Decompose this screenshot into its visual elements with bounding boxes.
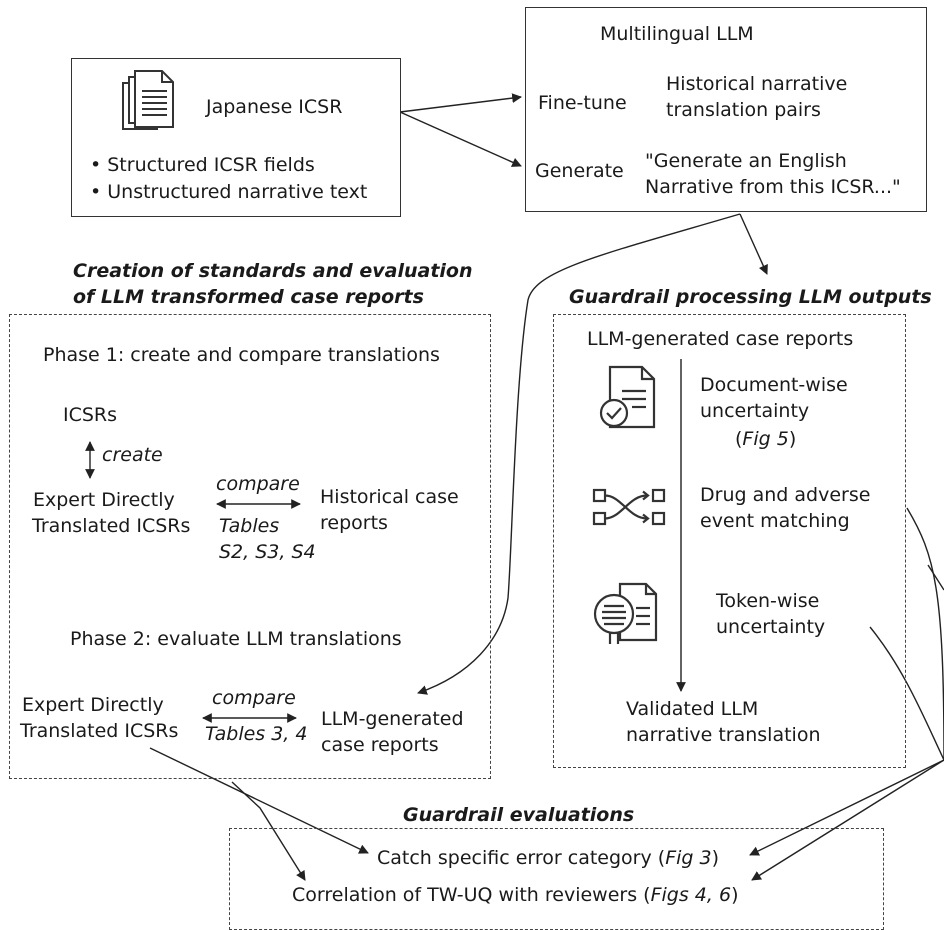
- generate-prompt-line1: "Generate an English: [645, 150, 847, 172]
- doc-wise-fig-ref: (Fig 5): [735, 428, 797, 450]
- expert-icsrs-1-line2: Translated ICSRs: [32, 515, 191, 537]
- historical-reports-line2: reports: [320, 512, 388, 534]
- evaluations-title: Guardrail evaluations: [403, 804, 635, 826]
- standards-title-line2: of LLM transformed case reports: [73, 286, 424, 308]
- magnifier-document-icon: [593, 582, 658, 644]
- compare-label-2: compare: [212, 687, 296, 709]
- llm-reports-line2: case reports: [321, 734, 439, 756]
- input-title: Japanese ICSR: [206, 96, 343, 118]
- token-wise-line2: uncertainty: [716, 616, 826, 638]
- finetune-desc-line2: translation pairs: [666, 99, 821, 121]
- document-check-icon: [599, 365, 656, 429]
- expert-icsrs-1-line1: Expert Directly: [33, 489, 175, 511]
- catch-error-item: Catch specific error category (Fig 3): [377, 847, 720, 869]
- validated-line1: Validated LLM: [626, 698, 759, 720]
- tables-ref-1-line2: S2, S3, S4: [219, 541, 316, 563]
- compare-label-1: compare: [216, 473, 300, 495]
- doc-wise-line2: uncertainty: [700, 400, 810, 422]
- generate-prompt-line2: Narrative from this ICSR...": [645, 176, 901, 198]
- create-label: create: [102, 444, 163, 466]
- historical-reports-line1: Historical case: [320, 486, 459, 508]
- input-bullet-unstructured: • Unstructured narrative text: [90, 181, 368, 203]
- finetune-label: Fine-tune: [538, 92, 627, 114]
- drug-matching-line2: event matching: [700, 510, 850, 532]
- multilingual-llm-box: Multilingual LLM Fine-tune Historical na…: [525, 7, 927, 212]
- gp-header: LLM-generated case reports: [587, 328, 854, 350]
- tables-ref-2: Tables 3, 4: [205, 723, 308, 745]
- icsrs-label: ICSRs: [63, 404, 118, 426]
- input-bullet-structured: • Structured ICSR fields: [90, 154, 315, 176]
- evaluations-box: [229, 828, 884, 930]
- expert-icsrs-2-line2: Translated ICSRs: [20, 720, 179, 742]
- guardrail-processing-title: Guardrail processing LLM outputs: [569, 286, 932, 308]
- input-icsr-box: Japanese ICSR • Structured ICSR fields •…: [71, 58, 401, 217]
- expert-icsrs-2-line1: Expert Directly: [22, 694, 164, 716]
- tables-ref-1-line1: Tables: [219, 515, 280, 537]
- llm-title: Multilingual LLM: [600, 23, 754, 45]
- phase1-title: Phase 1: create and compare translations: [43, 344, 440, 366]
- matching-icon: [592, 488, 666, 526]
- llm-reports-line1: LLM-generated: [321, 708, 464, 730]
- drug-matching-line1: Drug and adverse: [700, 484, 871, 506]
- phase2-title: Phase 2: evaluate LLM translations: [70, 628, 402, 650]
- doc-wise-line1: Document-wise: [700, 374, 848, 396]
- guardrail-processing-box: [553, 314, 906, 768]
- finetune-desc-line1: Historical narrative: [666, 73, 848, 95]
- validated-line2: narrative translation: [626, 724, 821, 746]
- generate-label: Generate: [535, 160, 624, 182]
- correlation-item: Correlation of TW-UQ with reviewers (Fig…: [292, 884, 739, 906]
- document-icon: [122, 70, 174, 130]
- standards-box: [9, 314, 491, 779]
- token-wise-line1: Token-wise: [716, 590, 820, 612]
- standards-title-line1: Creation of standards and evaluation: [73, 260, 473, 282]
